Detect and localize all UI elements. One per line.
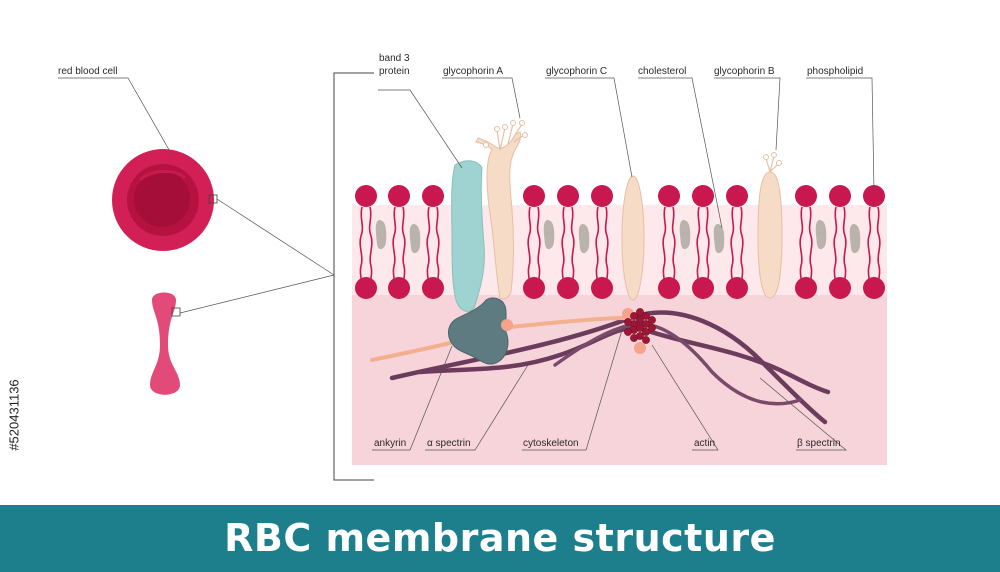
label-red-blood-cell: red blood cell: [58, 66, 117, 77]
phospholipid-molecule: [692, 185, 714, 299]
label-phospholipid: phospholipid: [807, 66, 863, 77]
actin-subunit: [630, 334, 638, 342]
ankyrin-shape: [447, 297, 509, 365]
label-alpha-spectrin: α spectrin: [427, 438, 471, 449]
cholesterol-molecule: [849, 224, 861, 254]
cholesterol-molecule: [375, 220, 387, 250]
actin-subunit: [630, 312, 638, 320]
label-glycophorin-b: glycophorin B: [714, 66, 775, 77]
rbc-membrane-diagram: red blood cell band 3 protein glycophori…: [58, 53, 887, 481]
membrane-background: [352, 205, 887, 465]
glycophorin-b-shape: [757, 152, 783, 299]
phospholipid-molecule: [422, 185, 444, 299]
label-band-3-line1: band 3: [379, 53, 410, 64]
phospholipid-molecule: [726, 185, 748, 299]
red-blood-cell-top-view: [112, 149, 214, 251]
label-cytoskeleton: cytoskeleton: [523, 438, 579, 449]
actin-subunit: [636, 308, 644, 316]
actin-subunit: [648, 324, 656, 332]
actin-subunit: [636, 324, 644, 332]
red-blood-cell-side-view: [150, 292, 180, 395]
label-actin: actin: [694, 438, 715, 449]
phospholipid-molecule: [829, 185, 851, 299]
actin-subunit: [642, 328, 650, 336]
actin-subunit: [642, 320, 650, 328]
stock-id-text: #520431136: [6, 379, 22, 451]
actin-subunit: [624, 328, 632, 336]
label-glycophorin-c: glycophorin C: [546, 66, 607, 77]
phospholipid-molecule: [863, 185, 885, 299]
diagram-title: RBC membrane structure: [224, 516, 776, 560]
cholesterol-molecule: [409, 224, 421, 254]
leader-lines: [58, 77, 875, 451]
label-cholesterol: cholesterol: [638, 66, 686, 77]
glycophorin-a-shape: [475, 120, 528, 300]
label-beta-spectrin: β spectrin: [797, 438, 841, 449]
actin-subunit: [636, 316, 644, 324]
stock-id: #520431136: [6, 340, 22, 490]
label-ankyrin: ankyrin: [374, 438, 406, 449]
phospholipid-bilayer: [355, 185, 885, 299]
glycophorin-c-shape: [621, 175, 645, 301]
diagram-labels: red blood cell band 3 protein glycophori…: [58, 53, 863, 449]
cholesterol-molecule: [815, 220, 827, 250]
actin-subunit: [642, 336, 650, 344]
actin-subunit: [642, 312, 650, 320]
protein-4-1-nodes: [501, 308, 646, 354]
zoom-lines: [179, 198, 335, 314]
cholesterol-molecule: [679, 220, 691, 250]
phospholipid-molecule: [388, 185, 410, 299]
label-band-3-line2: protein: [379, 66, 410, 77]
zoom-box-side: [171, 307, 181, 317]
band-3-protein-shape: [451, 160, 485, 312]
phospholipid-molecule: [591, 185, 613, 299]
phospholipid-molecule: [523, 185, 545, 299]
phospholipid-molecule: [557, 185, 579, 299]
actin-cluster: [624, 308, 656, 344]
cholesterol-molecules: [375, 220, 861, 254]
cholesterol-molecule: [578, 224, 590, 254]
title-bar: RBC membrane structure: [0, 505, 1000, 572]
phospholipid-molecule: [795, 185, 817, 299]
phospholipid-molecule: [658, 185, 680, 299]
cholesterol-molecule: [713, 224, 725, 254]
actin-subunit: [624, 318, 632, 326]
label-glycophorin-a: glycophorin A: [443, 66, 503, 77]
zoom-bracket: [333, 72, 374, 481]
cholesterol-molecule: [543, 220, 555, 250]
phospholipid-molecule: [355, 185, 377, 299]
actin-subunit: [648, 316, 656, 324]
